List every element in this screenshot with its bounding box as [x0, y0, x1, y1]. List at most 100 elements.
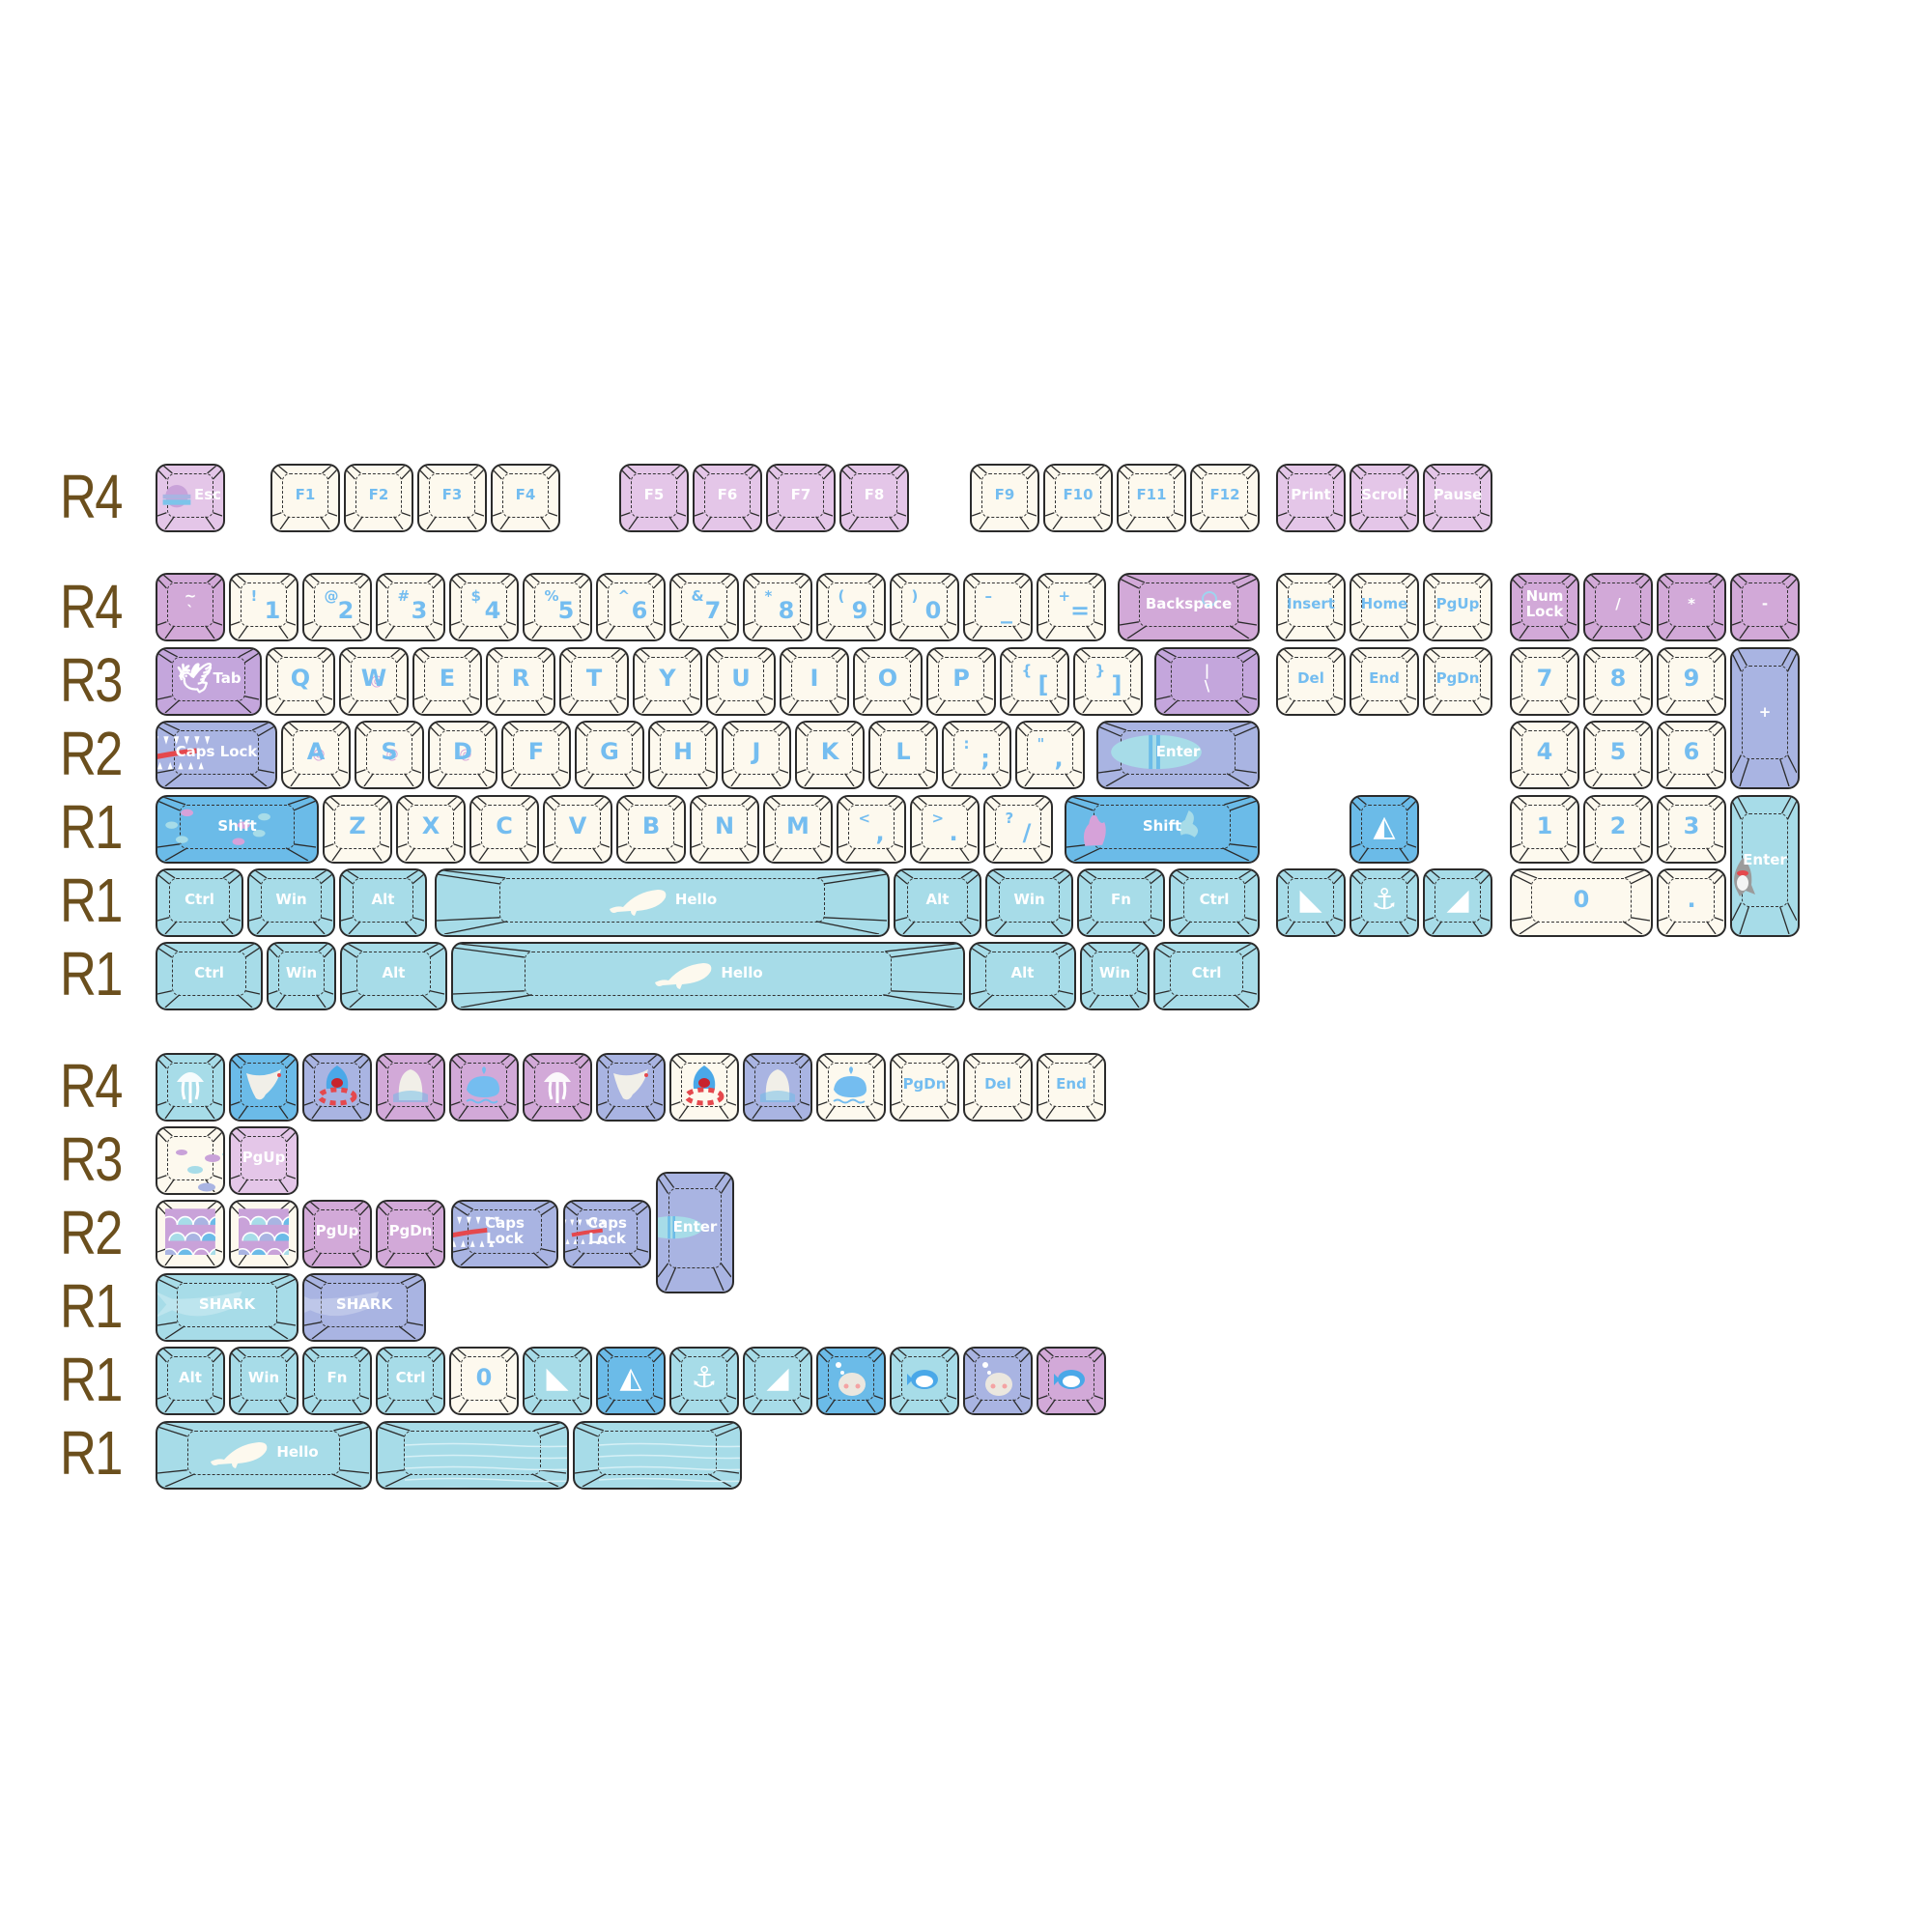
key-kit_fn[interactable]: Fn — [302, 1347, 372, 1415]
key-end[interactable]: End — [1350, 647, 1419, 716]
key-kit_space3[interactable] — [573, 1421, 742, 1490]
key-lctrl[interactable]: Ctrl — [156, 868, 243, 937]
key-v[interactable]: V — [543, 795, 612, 864]
key-rwin[interactable]: Win — [985, 868, 1073, 937]
key-np9[interactable]: 9 — [1657, 647, 1726, 716]
key-k5[interactable]: %5 — [523, 573, 592, 641]
key-kit_scales2[interactable] — [229, 1200, 298, 1268]
key-np0[interactable]: 0 — [1510, 868, 1653, 937]
key-b[interactable]: B — [616, 795, 686, 864]
key-kit_left[interactable]: ◣ — [523, 1347, 592, 1415]
key-np_plus[interactable]: + — [1730, 647, 1800, 789]
key-lctrl_alt[interactable]: Ctrl — [156, 942, 263, 1010]
key-g[interactable]: G — [575, 721, 644, 789]
key-h[interactable]: H — [648, 721, 718, 789]
key-nov10[interactable] — [816, 1053, 886, 1122]
key-kit_win[interactable]: Win — [229, 1347, 298, 1415]
key-quote[interactable]: ", — [1015, 721, 1085, 789]
key-semicolon[interactable]: :; — [942, 721, 1011, 789]
key-space_alt[interactable]: Hello — [451, 942, 965, 1010]
key-np2[interactable]: 2 — [1583, 795, 1653, 864]
key-f10[interactable]: F10 — [1043, 464, 1113, 532]
key-kit_shark2[interactable]: SHARK — [302, 1273, 426, 1342]
key-tab[interactable]: 🕊Tab — [156, 647, 262, 716]
key-s[interactable]: @S — [355, 721, 424, 789]
key-np_enter[interactable]: Enter — [1730, 795, 1800, 937]
key-t[interactable]: T — [559, 647, 629, 716]
key-rctrl_alt[interactable]: Ctrl — [1153, 942, 1260, 1010]
key-lbracket[interactable]: {[ — [1000, 647, 1069, 716]
key-k7[interactable]: &7 — [669, 573, 739, 641]
key-up[interactable]: ◭ — [1350, 795, 1419, 864]
key-nov9[interactable] — [743, 1053, 812, 1122]
key-f6[interactable]: F6 — [693, 464, 762, 532]
key-period[interactable]: >. — [910, 795, 980, 864]
key-np4[interactable]: 4 — [1510, 721, 1579, 789]
key-kit_zero[interactable]: 0 — [449, 1347, 519, 1415]
key-n[interactable]: N — [690, 795, 759, 864]
key-k1[interactable]: !1 — [229, 573, 298, 641]
key-kit_ctrl[interactable]: Ctrl — [376, 1347, 445, 1415]
key-left[interactable]: ◣ — [1276, 868, 1346, 937]
key-np_slash[interactable]: / — [1583, 573, 1653, 641]
key-rctrl[interactable]: Ctrl — [1169, 868, 1260, 937]
key-u[interactable]: U — [706, 647, 776, 716]
key-lwin_alt[interactable]: Win — [267, 942, 336, 1010]
key-ralt_alt[interactable]: Alt — [969, 942, 1076, 1010]
key-kit_space2[interactable] — [376, 1421, 569, 1490]
key-pgup[interactable]: PgUp — [1423, 573, 1492, 641]
key-kit_down[interactable]: ⚓ — [669, 1347, 739, 1415]
key-l[interactable]: L — [868, 721, 938, 789]
key-np6[interactable]: 6 — [1657, 721, 1726, 789]
key-d[interactable]: @D — [428, 721, 497, 789]
key-kit_space1[interactable]: Hello — [156, 1421, 372, 1490]
key-home[interactable]: Home — [1350, 573, 1419, 641]
key-slash[interactable]: ?/ — [983, 795, 1053, 864]
key-f9[interactable]: F9 — [970, 464, 1039, 532]
key-nov6[interactable] — [523, 1053, 592, 1122]
key-kit_right[interactable]: ◢ — [743, 1347, 812, 1415]
key-equal[interactable]: += — [1037, 573, 1106, 641]
key-np_dot[interactable]: . — [1657, 868, 1726, 937]
key-lwin[interactable]: Win — [247, 868, 335, 937]
key-backspace[interactable]: Backspace — [1118, 573, 1260, 641]
key-lshift[interactable]: Shift — [156, 795, 319, 864]
key-down[interactable]: ⚓ — [1350, 868, 1419, 937]
key-kit_fish[interactable] — [156, 1126, 225, 1195]
key-nov5[interactable] — [449, 1053, 519, 1122]
key-grave[interactable]: ~ ` — [156, 573, 225, 641]
key-kit_isoenter[interactable]: Enter — [656, 1172, 734, 1293]
key-lalt_alt[interactable]: Alt — [340, 942, 447, 1010]
key-np_star[interactable]: * — [1657, 573, 1726, 641]
key-z[interactable]: Z — [323, 795, 392, 864]
key-kit_fish2[interactable] — [1037, 1347, 1106, 1415]
key-a[interactable]: @A — [281, 721, 351, 789]
key-kit_caps1[interactable]: Caps Lock — [451, 1200, 558, 1268]
key-kit_pgdn[interactable]: PgDn — [890, 1053, 959, 1122]
key-del[interactable]: Del — [1276, 647, 1346, 716]
key-y[interactable]: Y — [633, 647, 702, 716]
key-k6[interactable]: ^6 — [596, 573, 666, 641]
key-kit_pgup2[interactable]: PgUp — [302, 1200, 372, 1268]
key-pause[interactable]: Pause — [1423, 464, 1492, 532]
key-k4[interactable]: $4 — [449, 573, 519, 641]
key-kit_alt[interactable]: Alt — [156, 1347, 225, 1415]
key-esc[interactable]: Esc — [156, 464, 225, 532]
key-np5[interactable]: 5 — [1583, 721, 1653, 789]
key-insert[interactable]: Insert — [1276, 573, 1346, 641]
key-f4[interactable]: F4 — [491, 464, 560, 532]
key-f11[interactable]: F11 — [1117, 464, 1186, 532]
key-q[interactable]: Q — [266, 647, 335, 716]
key-f2[interactable]: F2 — [344, 464, 413, 532]
key-kit_up[interactable]: ◭ — [596, 1347, 666, 1415]
key-o[interactable]: O — [853, 647, 923, 716]
key-kit_pgup[interactable]: PgUp — [229, 1126, 298, 1195]
key-f7[interactable]: F7 — [766, 464, 836, 532]
key-kit_caps2[interactable]: Caps Lock — [563, 1200, 651, 1268]
key-k8[interactable]: *8 — [743, 573, 812, 641]
key-minus[interactable]: –_ — [963, 573, 1033, 641]
key-space[interactable]: Hello — [435, 868, 890, 937]
key-p[interactable]: P — [926, 647, 996, 716]
key-nov2[interactable] — [229, 1053, 298, 1122]
key-k[interactable]: K — [795, 721, 865, 789]
